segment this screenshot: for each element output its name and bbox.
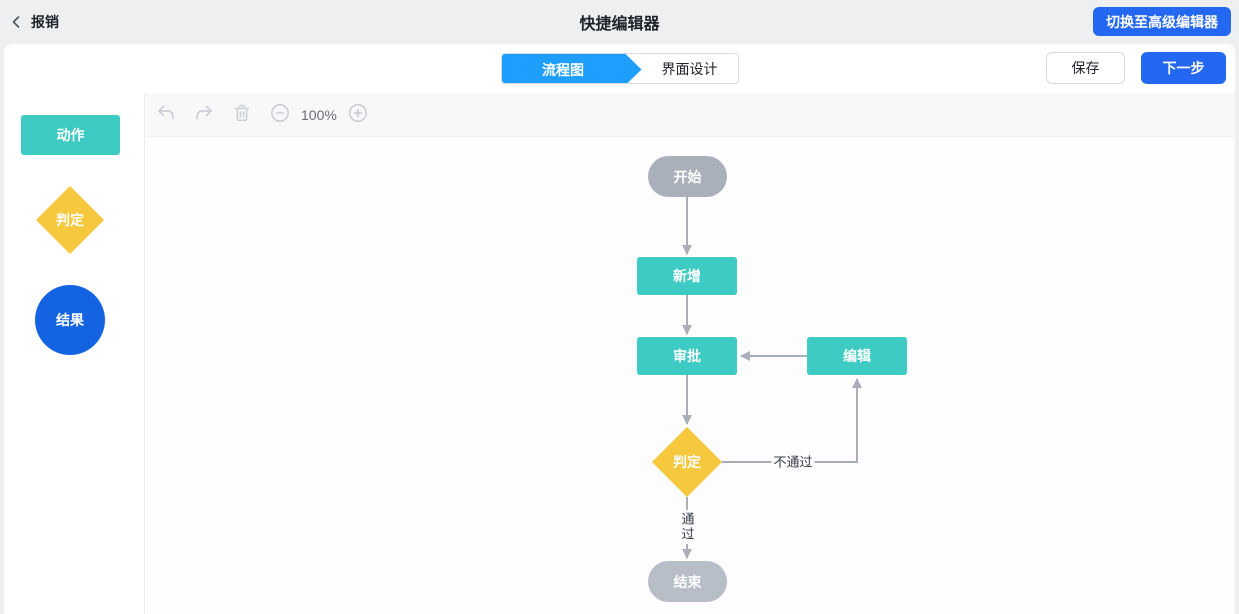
edge-label-reject[interactable]: 不通过 <box>771 451 815 471</box>
chevron-left-icon <box>10 15 22 29</box>
topbar: 报销 快捷编辑器 切换至高级编辑器 <box>0 0 1239 44</box>
canvas-toolbar: 100% <box>145 93 1235 137</box>
undo-button[interactable] <box>151 100 181 130</box>
redo-icon <box>193 102 215 127</box>
editor-header: 流程图 界面设计 保存 下一步 <box>4 44 1235 93</box>
trash-icon <box>231 102 253 127</box>
zoom-out-icon <box>269 102 291 127</box>
shape-palette: 动作 判定 结果 <box>4 93 145 614</box>
node-add[interactable]: 新增 <box>637 257 737 295</box>
node-approve[interactable]: 审批 <box>637 337 737 375</box>
node-edit[interactable]: 编辑 <box>807 337 907 375</box>
header-actions: 保存 下一步 <box>1046 52 1226 84</box>
step-tabs: 流程图 界面设计 <box>500 53 739 84</box>
editor-panel: 流程图 界面设计 保存 下一步 动作 判定 结果 <box>4 44 1235 614</box>
node-start[interactable]: 开始 <box>648 156 727 197</box>
node-end[interactable]: 结束 <box>648 561 727 602</box>
palette-result-shape[interactable]: 结果 <box>35 285 105 355</box>
undo-icon <box>155 102 177 127</box>
palette-action-shape[interactable]: 动作 <box>21 115 120 155</box>
zoom-level: 100% <box>301 106 337 123</box>
editor-main: 动作 判定 结果 <box>4 93 1235 614</box>
tab-flowchart[interactable]: 流程图 <box>501 53 642 84</box>
delete-button[interactable] <box>227 100 257 130</box>
flowchart-surface[interactable]: 开始 新增 审批 编辑 判定 结束 不通过 通过 <box>145 137 1235 614</box>
zoom-out-button[interactable] <box>265 100 295 130</box>
save-button[interactable]: 保存 <box>1046 52 1125 84</box>
flow-edges <box>682 197 862 559</box>
zoom-in-button[interactable] <box>343 100 373 130</box>
palette-decision-shape[interactable]: 判定 <box>36 186 104 254</box>
back-label: 报销 <box>31 14 59 30</box>
redo-button[interactable] <box>189 100 219 130</box>
edge-label-pass[interactable]: 通过 <box>677 510 697 544</box>
switch-to-advanced-editor-button[interactable]: 切换至高级编辑器 <box>1093 7 1231 36</box>
flow-canvas-area: 100% <box>145 93 1235 614</box>
back-button[interactable]: 报销 <box>10 12 59 32</box>
tab-interface-design[interactable]: 界面设计 <box>661 60 718 77</box>
page-title: 快捷编辑器 <box>579 16 660 33</box>
next-step-button[interactable]: 下一步 <box>1141 52 1226 84</box>
zoom-in-icon <box>347 102 369 127</box>
